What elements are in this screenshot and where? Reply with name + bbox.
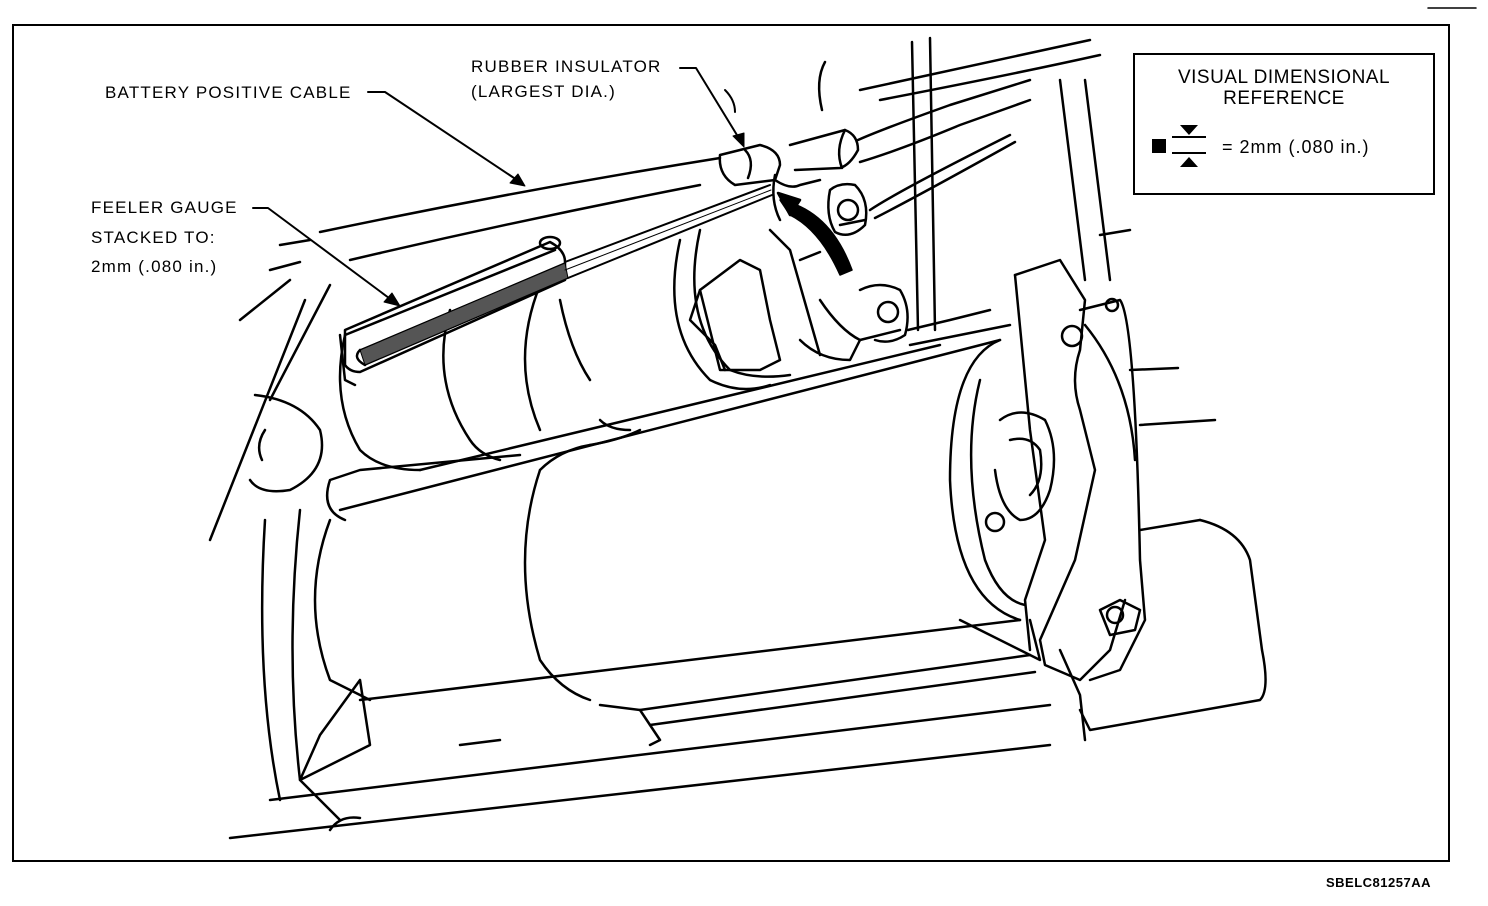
diagram-frame	[12, 24, 1450, 862]
label-feeler-dimension: 2mm (.080 in.)	[91, 257, 218, 276]
figure-id: SBELC81257AA	[1326, 875, 1431, 890]
label-stacked-to: STACKED TO:	[91, 228, 216, 247]
label-largest-dia: (LARGEST DIA.)	[471, 82, 616, 101]
reference-equation: = 2mm (.080 in.)	[1222, 137, 1370, 157]
label-feeler-gauge: FEELER GAUGE	[91, 198, 238, 217]
reference-title-line-2: REFERENCE	[1223, 88, 1345, 109]
label-rubber-insulator: RUBBER INSULATOR	[471, 57, 662, 76]
visual-dimensional-reference-box: VISUAL DIMENSIONAL REFERENCE	[1133, 53, 1435, 195]
reference-title-line-1: VISUAL DIMENSIONAL	[1177, 67, 1391, 88]
label-battery-positive-cable: BATTERY POSITIVE CABLE	[105, 83, 352, 102]
